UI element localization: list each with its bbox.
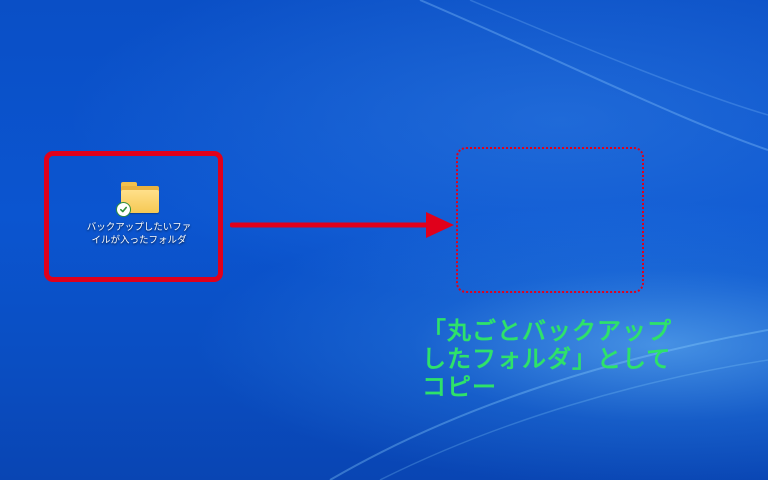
folder-label: バックアップしたいファ イルが入ったフォルダ xyxy=(87,221,192,247)
folder-label-line-1: バックアップしたいファ xyxy=(86,222,192,233)
desktop-folder-icon[interactable]: バックアップしたいファ イルが入ったフォルダ xyxy=(84,178,194,247)
sync-check-icon xyxy=(116,202,131,217)
folder-icon xyxy=(116,178,161,217)
caption-line-3: コピー xyxy=(422,373,497,401)
destination-dotted-box xyxy=(456,147,644,293)
right-arrow-icon xyxy=(230,212,454,238)
folder-label-line-2: イルが入ったフォルダ xyxy=(91,235,187,246)
caption-line-1: 「丸ごとバックアップ xyxy=(422,317,672,345)
annotation-caption: 「丸ごとバックアップ したフォルダ」として コピー xyxy=(422,317,732,401)
source-highlight-box xyxy=(44,151,223,282)
caption-line-2: したフォルダ」として xyxy=(422,345,672,373)
